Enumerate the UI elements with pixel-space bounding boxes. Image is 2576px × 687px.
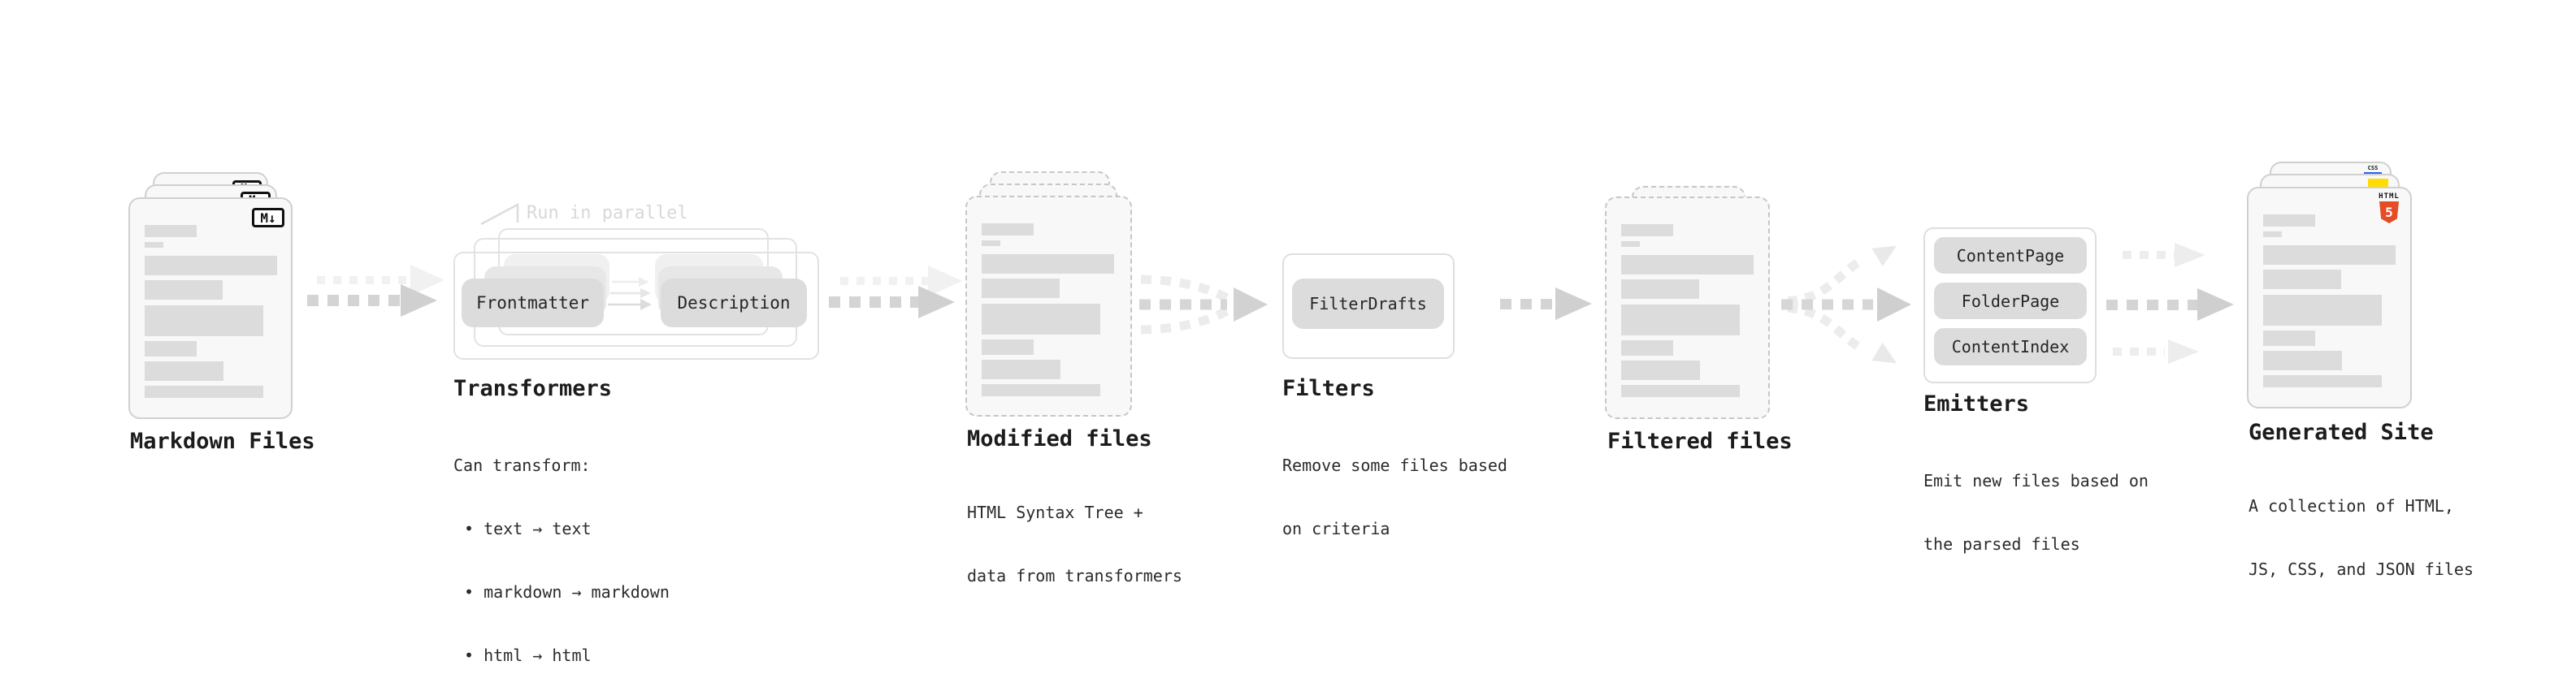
arrow-head — [2175, 243, 2205, 267]
run-in-parallel-label: Run in parallel — [527, 203, 688, 223]
frontmatter-pill: Frontmatter — [462, 279, 604, 327]
doc-content-bar — [982, 223, 1034, 235]
stage-title-markdown-files: Markdown Files — [130, 429, 315, 454]
doc-content-bar — [1621, 385, 1740, 397]
doc-content-bar — [145, 341, 197, 356]
doc-content-bar — [145, 386, 263, 398]
caption-line: • html → html — [464, 646, 592, 665]
js-icon — [2368, 179, 2388, 188]
doc-content-bar — [145, 242, 163, 248]
site-doc: HTML 5 — [2247, 187, 2412, 408]
emitters-caption: Emit new files based on the parsed files — [1923, 428, 2149, 576]
doc-content-bar — [982, 240, 1000, 246]
caption-line: • markdown → markdown — [464, 582, 670, 602]
arrow-dash — [2106, 300, 2197, 310]
stage-title-generated-site: Generated Site — [2249, 420, 2434, 445]
caption-line: A collection of HTML, — [2249, 496, 2454, 516]
caption-line: JS, CSS, and JSON files — [2249, 560, 2474, 579]
run-in-parallel-leader-line — [480, 202, 519, 226]
doc-content-bar — [2263, 231, 2282, 237]
doc-content-bar — [982, 339, 1034, 355]
doc-content-bar — [982, 279, 1060, 298]
arrow-modified-to-filters — [1139, 274, 1268, 335]
doc-content-bar — [145, 361, 223, 381]
stage-title-emitters: Emitters — [1923, 391, 2030, 417]
stage-title-transformers: Transformers — [453, 376, 613, 401]
doc-content-bar — [1621, 241, 1640, 247]
arrow-filtered-to-emitters — [1781, 245, 1911, 364]
caption-line: data from transformers — [967, 566, 1182, 585]
caption-line: Can transform: — [453, 456, 591, 475]
filtered-doc — [1605, 197, 1770, 419]
arrow-head — [1555, 287, 1592, 320]
stage-title-filtered-files: Filtered files — [1607, 429, 1793, 454]
markdown-icon: M↓ — [252, 208, 284, 227]
markdown-doc: M↓ — [128, 197, 293, 419]
doc-content-bar — [1621, 255, 1754, 274]
arrow-head — [2168, 339, 2199, 364]
caption-line: Emit new files based on — [1923, 471, 2149, 490]
doc-content-bar — [2263, 295, 2382, 326]
doc-content-bar — [145, 225, 197, 237]
arrow-dash — [307, 295, 401, 306]
doc-content-bar — [982, 384, 1100, 396]
doc-content-bar — [1621, 279, 1699, 299]
html5-icon-word: HTML — [2379, 192, 2400, 201]
transformers-caption: Can transform: • text → text • markdown … — [453, 413, 670, 687]
site-caption: A collection of HTML, JS, CSS, and JSON … — [2249, 453, 2474, 601]
transformers-group-box-front — [453, 252, 819, 360]
caption-line: on criteria — [1282, 519, 1390, 538]
doc-content-bar — [982, 254, 1114, 274]
doc-content-bar — [2263, 351, 2342, 370]
modified-caption: HTML Syntax Tree + data from transformer… — [967, 460, 1182, 607]
arrow-head — [2197, 288, 2234, 321]
caption-line: • text → text — [464, 519, 592, 538]
contentindex-pill: ContentIndex — [1934, 328, 2087, 365]
doc-content-bar — [2263, 245, 2396, 265]
arrow-head — [918, 286, 955, 318]
arrow-dash — [2123, 251, 2175, 259]
description-pill: Description — [661, 279, 807, 327]
doc-content-bar — [1621, 305, 1740, 335]
arrow-echo-dash — [317, 276, 411, 284]
caption-line: the parsed files — [1923, 534, 2080, 554]
folderpage-pill: FolderPage — [1934, 283, 2087, 319]
stage-title-filters: Filters — [1282, 376, 1375, 401]
doc-content-bar — [2263, 375, 2382, 387]
doc-content-bar — [982, 360, 1060, 379]
doc-content-bar — [145, 256, 277, 275]
arrow-dash — [1500, 299, 1560, 309]
html5-icon-number: 5 — [2385, 205, 2393, 220]
arrow-dash — [2113, 348, 2165, 356]
doc-content-bar — [145, 305, 263, 336]
modified-doc — [965, 196, 1132, 417]
doc-content-bar — [982, 304, 1100, 335]
doc-content-bar — [2263, 270, 2341, 289]
doc-content-bar — [2263, 331, 2315, 346]
doc-content-bar — [2263, 214, 2315, 227]
arrow-dash — [829, 296, 920, 308]
doc-content-bar — [145, 280, 223, 300]
filters-caption: Remove some files based on criteria — [1282, 413, 1507, 560]
doc-content-bar — [1621, 224, 1673, 236]
arrow-head — [401, 284, 437, 317]
doc-content-bar — [1621, 361, 1700, 380]
caption-line: HTML Syntax Tree + — [967, 503, 1143, 522]
caption-line: Remove some files based — [1282, 456, 1507, 475]
html5-icon: HTML 5 — [2379, 192, 2400, 223]
stage-title-modified-files: Modified files — [967, 426, 1152, 452]
filterdrafts-pill: FilterDrafts — [1292, 279, 1444, 329]
html5-icon-shield: 5 — [2379, 201, 2399, 223]
doc-content-bar — [1621, 340, 1673, 356]
css-icon-label: CSS — [2367, 165, 2379, 171]
contentpage-pill: ContentPage — [1934, 237, 2087, 274]
arrow-echo-dash — [840, 277, 931, 285]
